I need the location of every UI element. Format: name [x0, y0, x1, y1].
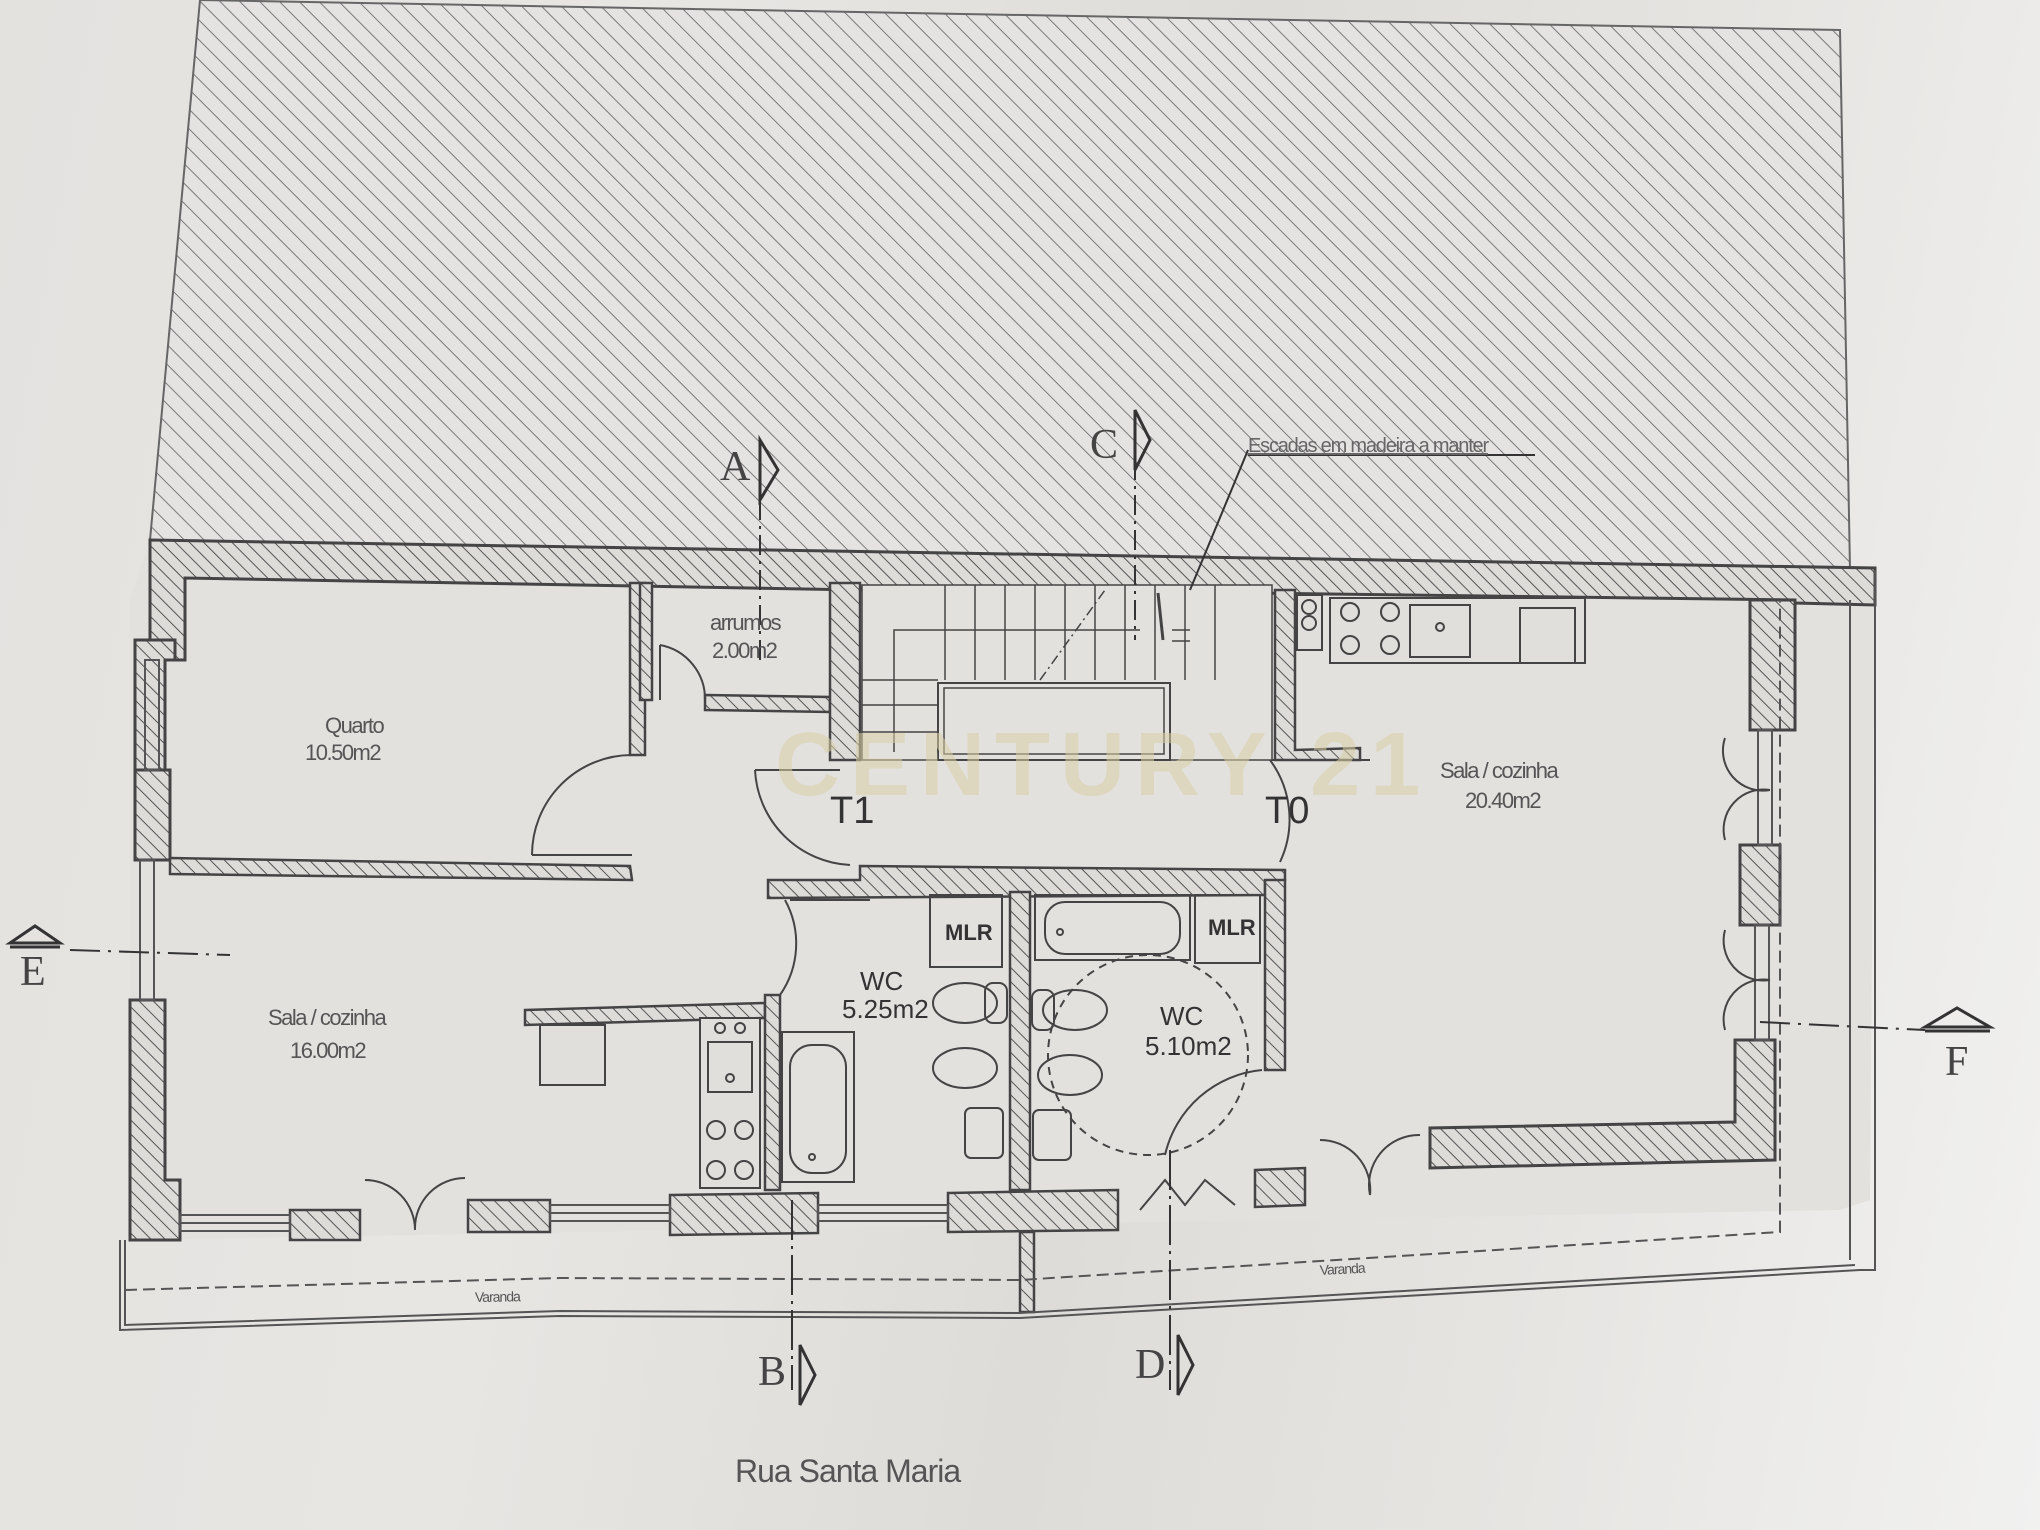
balcony-label-left: Varanda [475, 1288, 521, 1305]
kitchen-t1 [539, 1017, 761, 1189]
svg-text:B: B [758, 1349, 786, 1395]
room-label-quarto: Quarto [325, 713, 385, 738]
section-marker-a: A [720, 434, 780, 506]
mlr-label-2: MLR [1208, 915, 1256, 940]
doors [364, 644, 1771, 1231]
mlr-label-1: MLR [945, 920, 993, 945]
section-marker-d: D [1135, 1334, 1195, 1396]
section-marker-c: C [1090, 409, 1152, 471]
unit-tag-t1: T1 [830, 790, 874, 832]
room-area-quarto: 10.50m2 [305, 740, 381, 765]
room-area-arrumos: 2.00m2 [712, 638, 778, 663]
watermark: CENTURY 21 [775, 715, 1430, 815]
unit-tag-t0: T0 [1265, 790, 1309, 832]
svg-text:F: F [1945, 1039, 1968, 1085]
interior-walls [168, 581, 1362, 1314]
room-area-wc-t0: 5.10m2 [1145, 1031, 1232, 1061]
svg-text:E: E [20, 949, 46, 995]
room-label-wc-t0: WC [1160, 1001, 1203, 1031]
room-area-wc-t1: 5.25m2 [842, 994, 929, 1024]
windows [139, 659, 1773, 1232]
section-marker-e: E [5, 924, 65, 995]
room-area-sala-t0: 20.40m2 [1465, 788, 1541, 813]
svg-text:C: C [1090, 422, 1118, 468]
section-marker-b: B [758, 1344, 817, 1406]
svg-text:D: D [1135, 1342, 1165, 1388]
staircase [861, 584, 1273, 761]
section-marker-f: F [1919, 1006, 1996, 1085]
balcony-label-right: Varanda [1319, 1260, 1366, 1278]
room-label-sala-t1: Sala / cozinha [268, 1005, 387, 1030]
room-label-wc-t1: WC [860, 966, 903, 996]
bathroom-fixtures [781, 894, 1261, 1183]
room-label-sala-t0: Sala / cozinha [1440, 758, 1559, 783]
room-area-sala-t1: 16.00m2 [290, 1038, 366, 1063]
balcony-outline [119, 570, 1876, 1332]
street-name: Rua Santa Maria [735, 1453, 961, 1489]
stair-note: Escadas em madeira a manter [1248, 435, 1489, 457]
section-lines [69, 449, 1926, 1390]
svg-text:A: A [720, 444, 751, 490]
hatched-exterior-area [148, 0, 1852, 571]
room-label-arrumos: arrumos [710, 610, 782, 635]
kitchen-t0 [1296, 594, 1586, 664]
